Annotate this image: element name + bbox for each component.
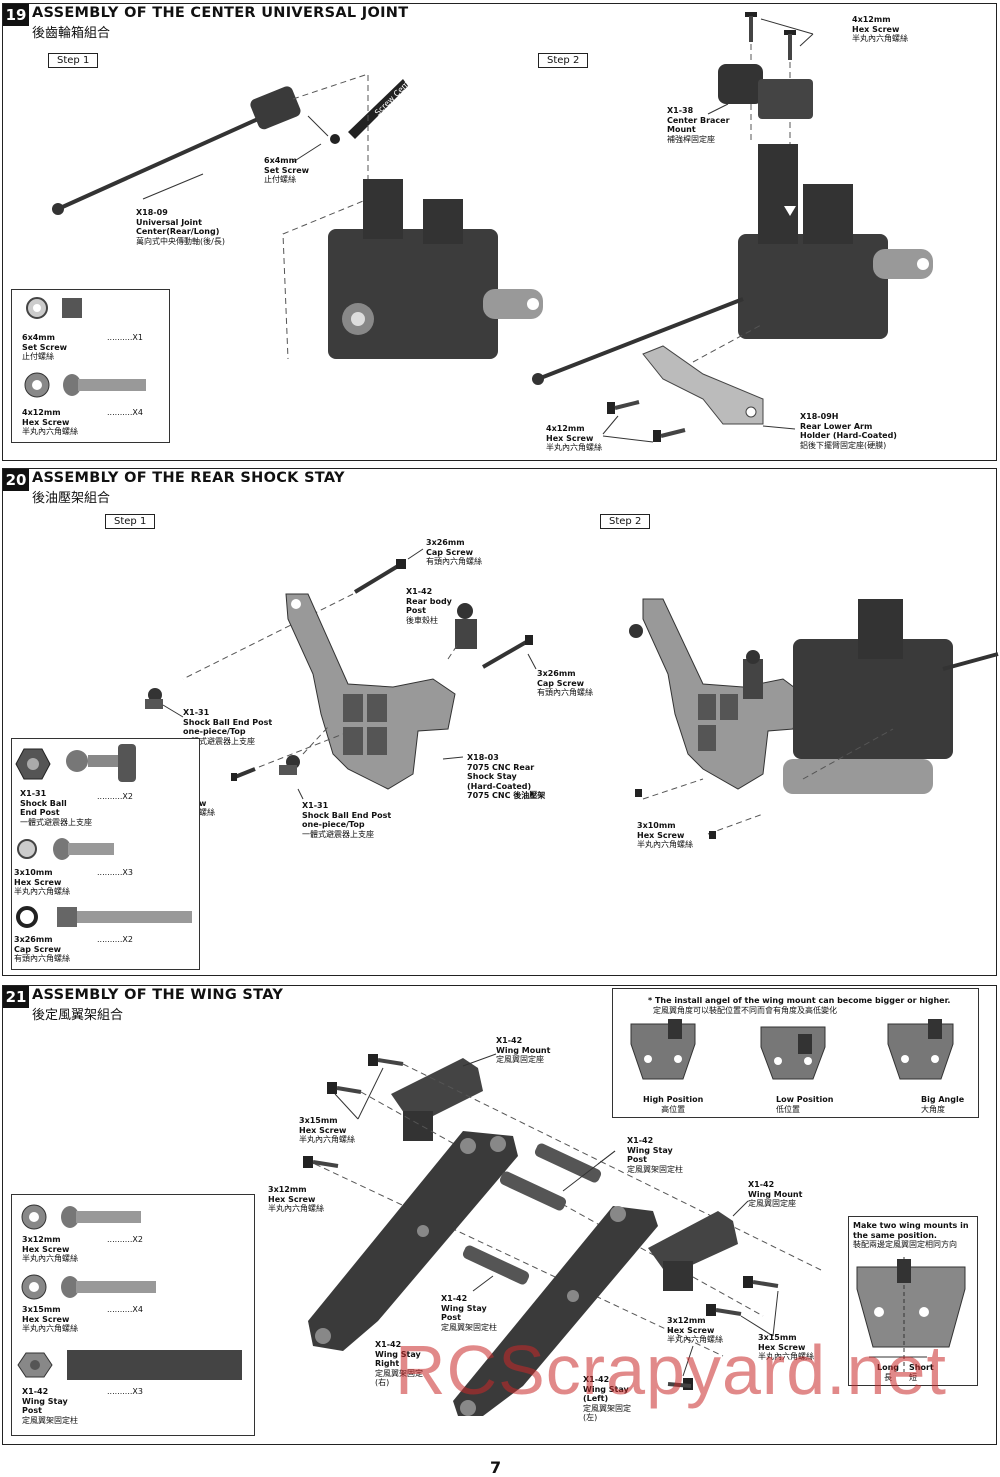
cap-screw-top-label: 3x26mm Cap Screw 有頭內六角螺絲 [426,538,482,566]
section-title: ASSEMBLY OF THE REAR SHOCK STAY [32,470,345,486]
body-post-label: X1-42 Rear body Post 後車殼柱 [406,587,452,625]
inventory-qty: ..........X3 [97,868,133,877]
same-position-box: Make two wing mounts in the same positio… [848,1216,978,1386]
inventory-qty: ..........X1 [107,333,143,342]
shock-stay-diagram [145,548,999,839]
parts-inventory: 6x4mm Set Screw 止付螺絲 ..........X1 4x12mm… [11,289,170,443]
wing-stay-left-label: X1-42 Wing Stay (Left) 定風翼架固定 (左) [583,1375,631,1422]
angle-note-box: * The install angel of the wing mount ca… [612,988,979,1118]
center-joint-diagram: Screw Cement [52,12,933,443]
arm-holder-label: X18-09H Rear Lower Arm Holder (Hard-Coat… [800,412,897,450]
inventory-item: X1-42 Wing Stay Post 定風翼架固定柱 [22,1387,78,1425]
section-subtitle: 後定風翼架組合 [32,1008,124,1023]
step-1-box: Step 1 [105,514,156,529]
cap-screw-right-label: 3x26mm Cap Screw 有頭內六角螺絲 [537,669,593,697]
inventory-qty: ..........X2 [107,1235,143,1244]
wing-mount-right-label: X1-42 Wing Mount 定風翼固定座 [748,1180,803,1208]
step-number: 19 [3,4,29,26]
inventory-qty: ..........X4 [107,1305,143,1314]
section-title: ASSEMBLY OF THE WING STAY [32,987,284,1003]
hex-screw-top-label: 4x12mm Hex Screw 半丸內六角螺絲 [852,15,908,43]
hex-screw-15-bottom-label: 3x15mm Hex Screw 半丸內六角螺絲 [758,1333,814,1361]
inventory-qty: ..........X2 [97,935,133,944]
step-number: 20 [3,469,29,491]
inventory-item: 3x15mm Hex Screw 半丸內六角螺絲 [22,1305,78,1333]
angle-note-text-zh: 定風翼角度可以裝配位置不同而會有角度及高低變化 [653,1006,837,1015]
parts-inventory: 3x12mm Hex Screw 半丸內六角螺絲 ..........X2 3x… [11,1194,255,1436]
wing-mount-top-label: X1-42 Wing Mount 定風翼固定座 [496,1036,551,1064]
low-position-label: Low Position 低位置 [776,1095,834,1114]
ball-post-bottom-label: X1-31 Shock Ball End Post one-piece/Top … [302,801,392,839]
hex-screw-bottom-label: 4x12mm Hex Screw 半丸內六角螺絲 [546,424,602,452]
parts-inventory: X1-31 Shock Ball End Post 一體式避震器上支座 ....… [11,738,200,970]
inventory-item: 6x4mm Set Screw 止付螺絲 [22,333,68,361]
center-bracer-label: X1-38 Center Bracer Mount 補強桿固定座 [667,106,730,144]
post-right-label: X1-42 Wing Stay Post 定風翼架固定柱 [627,1136,683,1174]
big-angle-label: Big Angle 大角度 [921,1095,965,1114]
shock-stay-label: X18-03 7075 CNC Rear Shock Stay (Hard-Co… [467,753,546,800]
section-title: ASSEMBLY OF THE CENTER UNIVERSAL JOINT [32,5,409,21]
inventory-qty: ..........X2 [97,792,133,801]
long-label: Long 長 [877,1363,900,1382]
hex-screw-12-left-label: 3x12mm Hex Screw 半丸內六角螺絲 [268,1185,324,1213]
inventory-item: 3x10mm Hex Screw 半丸內六角螺絲 [14,868,70,896]
inventory-item: X1-31 Shock Ball End Post 一體式避震器上支座 [20,789,92,827]
screw-cement-text: Screw Cement [373,70,420,117]
section-subtitle: 後齒輪箱組合 [32,26,111,41]
section-19: 19 ASSEMBLY OF THE CENTER UNIVERSAL JOIN… [2,3,997,461]
step-2-box: Step 2 [538,53,589,68]
inventory-item: 3x26mm Cap Screw 有頭內六角螺絲 [14,935,70,963]
universal-joint-label: X18-09 Universal Joint Center(Rear/Long)… [136,208,225,246]
hex-screw-12-bottom-label: 3x12mm Hex Screw 半丸內六角螺絲 [667,1316,723,1344]
inventory-qty: ..........X4 [107,408,143,417]
page-number: 7 [490,1458,502,1477]
inventory-item: 4x12mm Hex Screw 半丸內六角螺絲 [22,408,78,436]
step-1-box: Step 1 [48,53,99,68]
hex-screw-15-top-label: 3x15mm Hex Screw 半丸內六角螺絲 [299,1116,355,1144]
high-position-label: High Position 高位置 [643,1095,704,1114]
post-mid-label: X1-42 Wing Stay Post 定風翼架固定柱 [441,1294,497,1332]
wing-stay-right-label: X1-42 Wing Stay Right 定風翼架固定 (右) [375,1340,423,1387]
short-label: Short 短 [909,1363,934,1382]
section-21: 21 ASSEMBLY OF THE WING STAY 後定風翼架組合 * T… [2,985,997,1445]
inventory-item: 3x12mm Hex Screw 半丸內六角螺絲 [22,1235,78,1263]
step-number: 21 [3,986,29,1008]
section-subtitle: 後油壓架組合 [32,491,111,506]
hex-screw-step2-label: 3x10mm Hex Screw 半丸內六角螺絲 [637,821,693,849]
same-position-text: Make two wing mounts in the same positio… [853,1221,969,1249]
step-2-box: Step 2 [600,514,651,529]
set-screw-label: 6x4mm Set Screw 止付螺絲 [264,156,310,184]
ball-post-left-label: X1-31 Shock Ball End Post one-piece/Top … [183,708,273,746]
angle-note-text: * The install angel of the wing mount ca… [648,996,951,1005]
inventory-qty: ..........X3 [107,1387,143,1396]
watermark: RCScrapyard.net [395,1331,947,1409]
section-20: 20 ASSEMBLY OF THE REAR SHOCK STAY 後油壓架組… [2,468,999,976]
wing-stay-diagram [303,1053,824,1416]
